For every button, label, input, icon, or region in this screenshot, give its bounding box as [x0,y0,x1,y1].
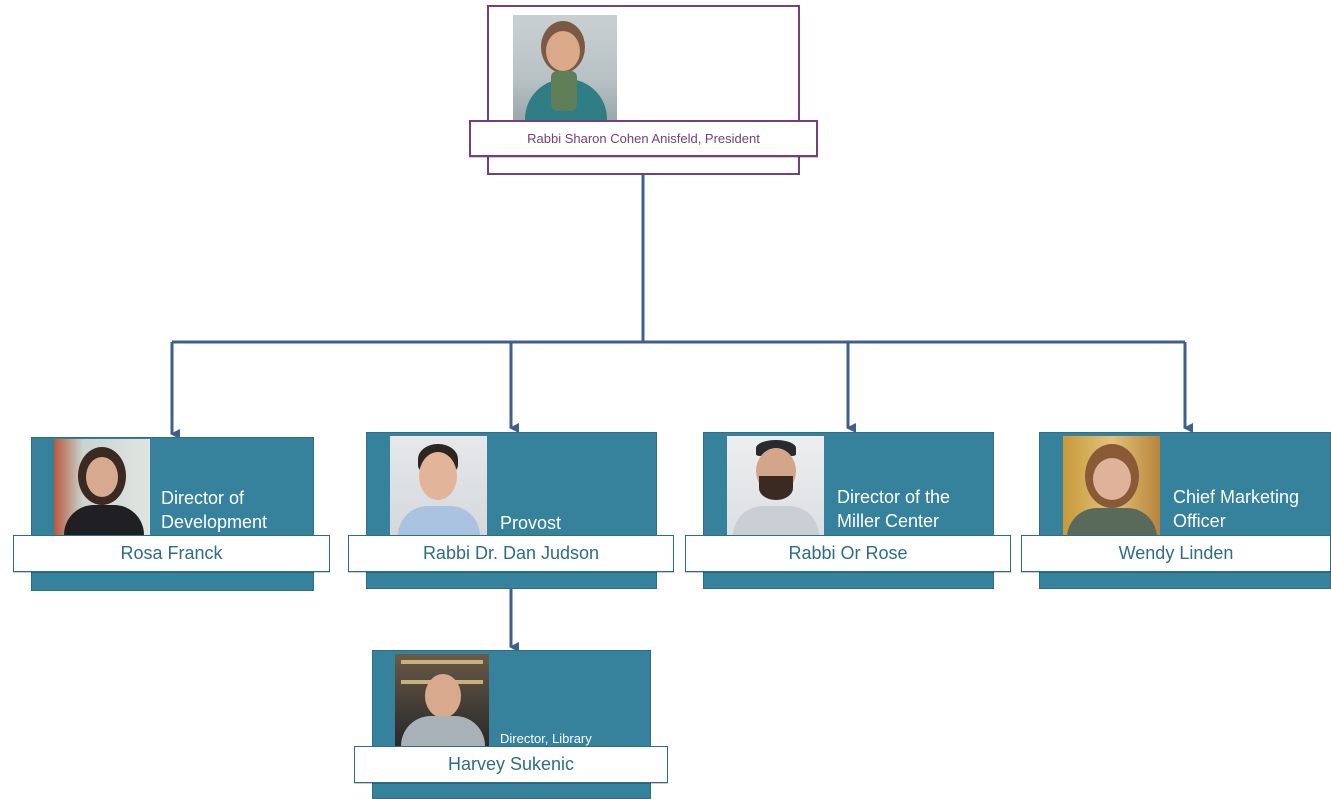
dan-name: Rabbi Dr. Dan Judson [348,535,674,572]
rosa-photo [54,439,150,536]
rosa-name-text: Rosa Franck [120,543,223,563]
or-role: Director of the Miller Center [837,487,951,531]
harvey-role: Director, Library [500,731,592,746]
harvey-name: Harvey Sukenic [354,746,668,783]
president-name: Rabbi Sharon Cohen Anisfeld, President [469,120,818,157]
harvey-name-text: Harvey Sukenic [447,754,575,774]
president-name-text: Rabbi Sharon Cohen Anisfeld, President [527,131,760,146]
rosa-role: Director of Development [161,488,268,532]
dan-photo [390,436,487,535]
wendy-role: Chief Marketing Officer [1173,487,1300,531]
or-name: Rabbi Or Rose [685,535,1011,572]
wendy-photo [1063,436,1160,535]
harvey-photo [395,654,489,749]
or-photo [727,436,824,535]
dan-name-text: Rabbi Dr. Dan Judson [422,543,600,563]
dan-role: Provost [500,513,562,533]
or-name-text: Rabbi Or Rose [788,543,908,563]
president-photo [513,15,617,121]
rosa-name: Rosa Franck [13,535,330,572]
wendy-name: Wendy Linden [1021,535,1331,572]
wendy-name-text: Wendy Linden [1118,543,1234,563]
